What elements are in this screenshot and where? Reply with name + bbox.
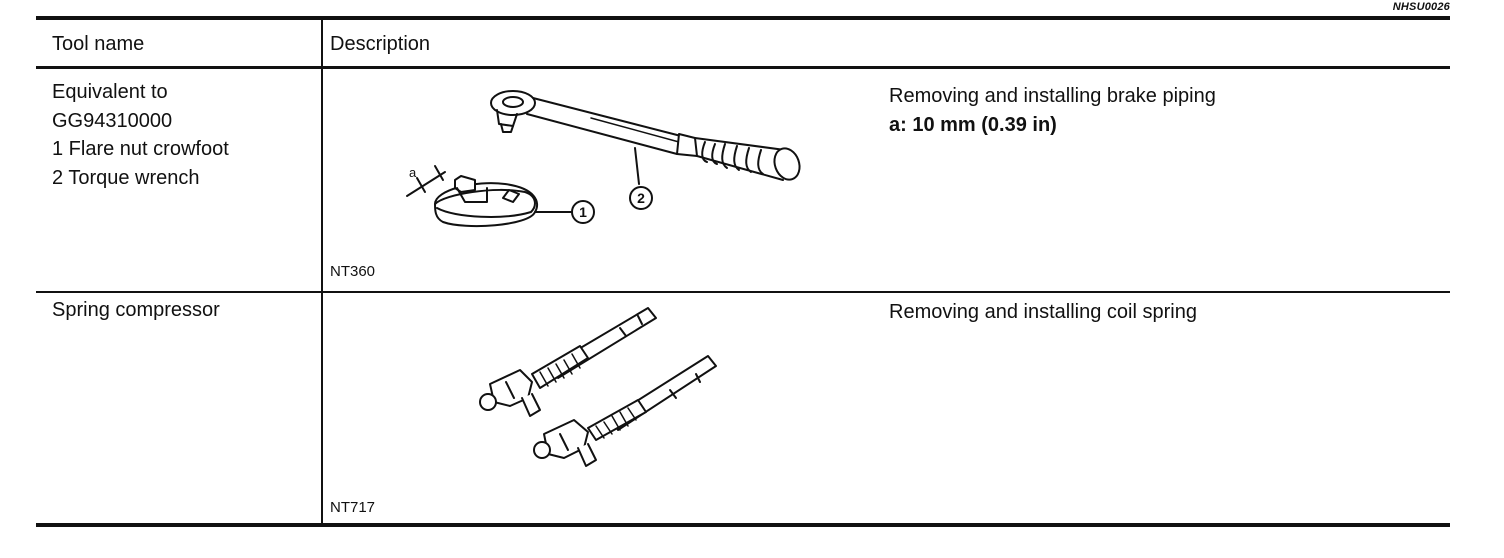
table-top-rule <box>36 16 1450 20</box>
callout-2-label: 2 <box>637 190 645 206</box>
description-coil-spring: Removing and installing coil spring <box>889 301 1197 323</box>
description-brake-piping: Removing and installing brake piping a: … <box>889 82 1216 139</box>
dimension-spec: a: 10 mm (0.39 in) <box>889 113 1057 136</box>
header-rule <box>36 66 1450 69</box>
column-divider <box>321 18 323 525</box>
tool-line: 1 Flare nut crowfoot <box>52 138 229 160</box>
figure-id: NT717 <box>330 499 376 516</box>
tool-line: 2 Torque wrench <box>52 166 200 189</box>
document-code: NHSU0026 <box>1392 1 1450 13</box>
tool-line: Equivalent to <box>52 81 168 103</box>
header-tool-name: Tool name <box>52 33 145 55</box>
dimension-a-label: a <box>409 165 417 180</box>
flare-nut-torque-wrench-illustration: a 1 2 <box>406 90 801 228</box>
header-description: Description <box>330 33 431 55</box>
callout-1-label: 1 <box>579 204 587 220</box>
spring-compressor-illustration <box>479 307 717 467</box>
description-text: Removing and installing brake piping <box>889 85 1216 107</box>
tool-line: GG94310000 <box>52 109 173 132</box>
tool-name-flare-nut: Equivalent to GG94310000 1 Flare nut cro… <box>52 78 229 192</box>
figure-id: NT360 <box>330 263 376 280</box>
table-bottom-rule <box>36 523 1450 527</box>
row-divider <box>36 291 1450 293</box>
tool-name-spring-compressor: Spring compressor <box>52 299 220 321</box>
